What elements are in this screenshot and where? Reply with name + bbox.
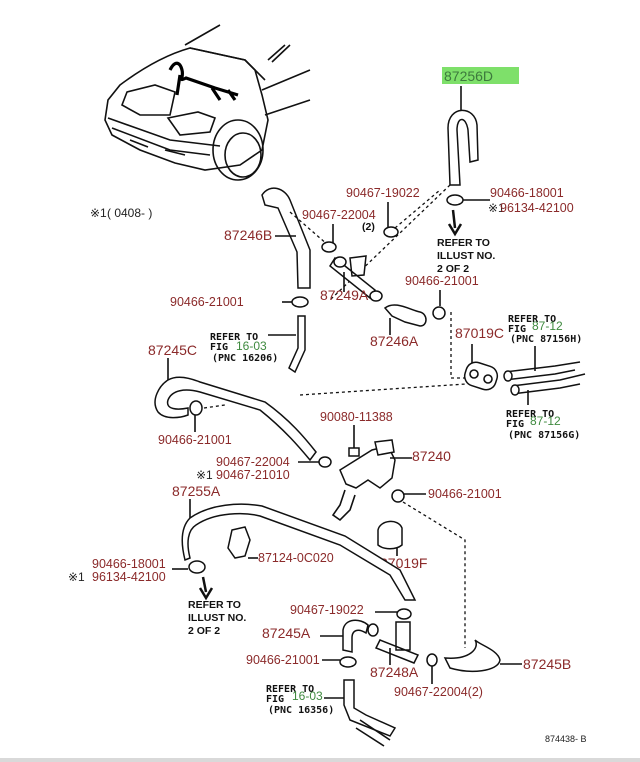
part-87245A-label[interactable]: 87245A <box>262 625 311 641</box>
part-90467-22004-label[interactable]: 90467-22004 <box>302 208 376 222</box>
part-96134-42100-label[interactable]: 96134-42100 <box>500 201 574 215</box>
pipes-87156 <box>504 361 586 395</box>
grommet-87019C <box>463 361 499 391</box>
qty-2-label: (2) <box>362 221 375 233</box>
refer-87156H-pnc: (PNC 87156H) <box>510 334 582 345</box>
page-bottom-border <box>0 758 640 762</box>
part-87245C-label[interactable]: 87245C <box>148 342 197 358</box>
part-90466-18001-label-bot[interactable]: 90466-18001 <box>92 557 166 571</box>
refer-16206-line1: REFER TO <box>210 332 258 343</box>
pipe-to-16356 <box>343 679 397 737</box>
clamp-90466-21001-e <box>339 656 357 668</box>
clamp-90466-18001-bot <box>188 560 206 574</box>
clamp-small <box>369 290 383 302</box>
hose-87245A <box>342 619 369 653</box>
refer-16206-line2: FIG <box>210 342 228 353</box>
part-90466-21001-label-c[interactable]: 90466-21001 <box>158 433 232 447</box>
refer-87156H-line1: REFER TO <box>508 314 556 325</box>
clamp-90467-22004-bot <box>426 653 438 667</box>
clamp-90467-22004 <box>321 241 337 253</box>
clamp-90466-21001-d <box>391 489 405 503</box>
applicability-mark: ※1 <box>90 206 107 220</box>
drawing-id: 874438- B <box>545 734 587 744</box>
clamp-90467-19022 <box>383 226 399 238</box>
part-90080-11388-label[interactable]: 90080-11388 <box>320 410 393 424</box>
part-96134-42100-label-bot[interactable]: 96134-42100 <box>92 570 166 584</box>
clamp-90467-22004-mid <box>318 456 332 468</box>
part-90466-21001-label-b[interactable]: 90466-21001 <box>405 274 479 288</box>
part-87019C-label[interactable]: 87019C <box>455 325 504 341</box>
clamp-90466-21001-c <box>189 400 203 416</box>
refer-16356-pnc: (PNC 16356) <box>268 705 334 716</box>
refer-87156G-pnc: (PNC 87156G) <box>508 430 580 441</box>
label-highlight <box>442 67 519 84</box>
clip-87124-0C020 <box>227 526 251 559</box>
engine-harness-sketch <box>168 61 239 101</box>
part-87249A-label[interactable]: 87249A <box>320 287 369 303</box>
refer-illust-line2: ILLUST NO. <box>437 250 495 262</box>
x1-mark: ※1 <box>196 468 213 482</box>
vehicle-illustration <box>104 24 311 181</box>
fig-ref-16-03[interactable]: 16-03 <box>236 339 267 353</box>
part-87240-label[interactable]: 87240 <box>412 448 451 464</box>
refer-illust-line3: 2 OF 2 <box>437 263 469 275</box>
refer-illust-bot-line3: 2 OF 2 <box>188 625 220 637</box>
hose-87245B <box>443 639 501 673</box>
refer-16356-line1: REFER TO <box>266 684 314 695</box>
part-87248A-label[interactable]: 87248A <box>370 664 419 680</box>
clamp-90467-19022-bot <box>396 608 412 620</box>
fig-ref-87-12-g[interactable]: 87-12 <box>530 414 561 428</box>
hose-87255A <box>181 503 417 601</box>
hose-87256D <box>447 109 479 186</box>
refer-illust-bot-line2: ILLUST NO. <box>188 612 246 624</box>
part-90466-21001-label-e[interactable]: 90466-21001 <box>246 653 320 667</box>
part-90467-19022-label[interactable]: 90467-19022 <box>346 186 420 200</box>
boot-87019F <box>377 520 403 550</box>
refer-87156G-line2: FIG <box>506 419 524 430</box>
refer-16206-pnc: (PNC 16206) <box>212 353 278 364</box>
part-87246A-label[interactable]: 87246A <box>370 333 419 349</box>
refer-87156G-line1: REFER TO <box>506 409 554 420</box>
part-90466-18001-label[interactable]: 90466-18001 <box>490 186 564 200</box>
applicability-note: ( 0408- ) <box>107 206 152 220</box>
clamp-90466-18001-top <box>446 194 464 206</box>
part-90466-21001-label-a[interactable]: 90466-21001 <box>170 295 244 309</box>
bolt-90080-11388 <box>348 447 360 457</box>
part-90466-21001-label-d[interactable]: 90466-21001 <box>428 487 502 501</box>
hose-87245C <box>154 376 317 462</box>
part-90467-22004-label-bot[interactable]: 90467-22004(2) <box>394 685 483 699</box>
x1-mark: ※1 <box>68 570 85 584</box>
fig-ref-16-03-b[interactable]: 16-03 <box>292 689 323 703</box>
part-87124-0C020-label[interactable]: 87124-0C020 <box>258 551 334 565</box>
part-87246B-label[interactable]: 87246B <box>224 227 272 243</box>
refer-illust-line1: REFER TO <box>437 237 490 249</box>
arrow-down-icon <box>447 209 463 237</box>
x1-mark: ※1 <box>488 201 505 215</box>
part-87255A-label[interactable]: 87255A <box>172 483 221 499</box>
clamp-90466-21001-b <box>432 306 446 320</box>
part-90467-22004-label-mid[interactable]: 90467-22004 <box>216 455 290 469</box>
hose-87246B <box>261 187 311 289</box>
refer-87156H-line2: FIG <box>508 324 526 335</box>
refer-16356-line2: FIG <box>266 694 284 705</box>
tee-87248A <box>374 621 420 664</box>
fig-ref-87-12-h[interactable]: 87-12 <box>532 319 563 333</box>
pipe-to-16206 <box>288 315 306 374</box>
refer-illust-bot-line1: REFER TO <box>188 599 241 611</box>
part-87256D-label[interactable]: 87256D <box>444 68 493 84</box>
hose-87246A <box>383 304 427 327</box>
arrow-down-icon <box>198 576 214 601</box>
part-90467-21010-label[interactable]: 90467-21010 <box>216 468 290 482</box>
clamp-90466-21001-a <box>291 296 309 308</box>
part-90467-19022-label-bot[interactable]: 90467-19022 <box>290 603 364 617</box>
part-87245B-label[interactable]: 87245B <box>523 656 571 672</box>
